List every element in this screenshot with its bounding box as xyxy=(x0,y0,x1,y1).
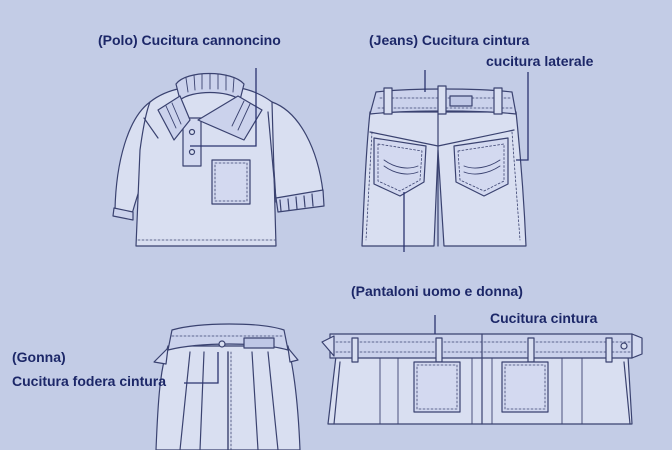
jeans-drawing xyxy=(361,85,527,247)
jeans-waistband-label: (Jeans) Cucitura cintura xyxy=(369,32,530,48)
skirt-title-label: (Gonna) xyxy=(12,349,66,365)
leader-line-skirt xyxy=(184,352,219,384)
trousers-drawing xyxy=(321,333,643,425)
trousers-title-label: (Pantaloni uomo e donna) xyxy=(351,283,523,299)
polo-label: (Polo) Cucitura cannoncino xyxy=(98,32,281,48)
leader-lines xyxy=(184,68,529,384)
leader-line-jeans-side xyxy=(516,72,529,161)
trousers-waistband-label: Cucitura cintura xyxy=(490,310,598,326)
leader-line-polo xyxy=(190,68,257,147)
polo-shirt-drawing xyxy=(112,72,325,247)
jeans-side-seam-label: cucitura laterale xyxy=(486,53,594,69)
skirt-drawing xyxy=(153,323,301,450)
skirt-waistband-label: Cucitura fodera cintura xyxy=(12,373,167,389)
